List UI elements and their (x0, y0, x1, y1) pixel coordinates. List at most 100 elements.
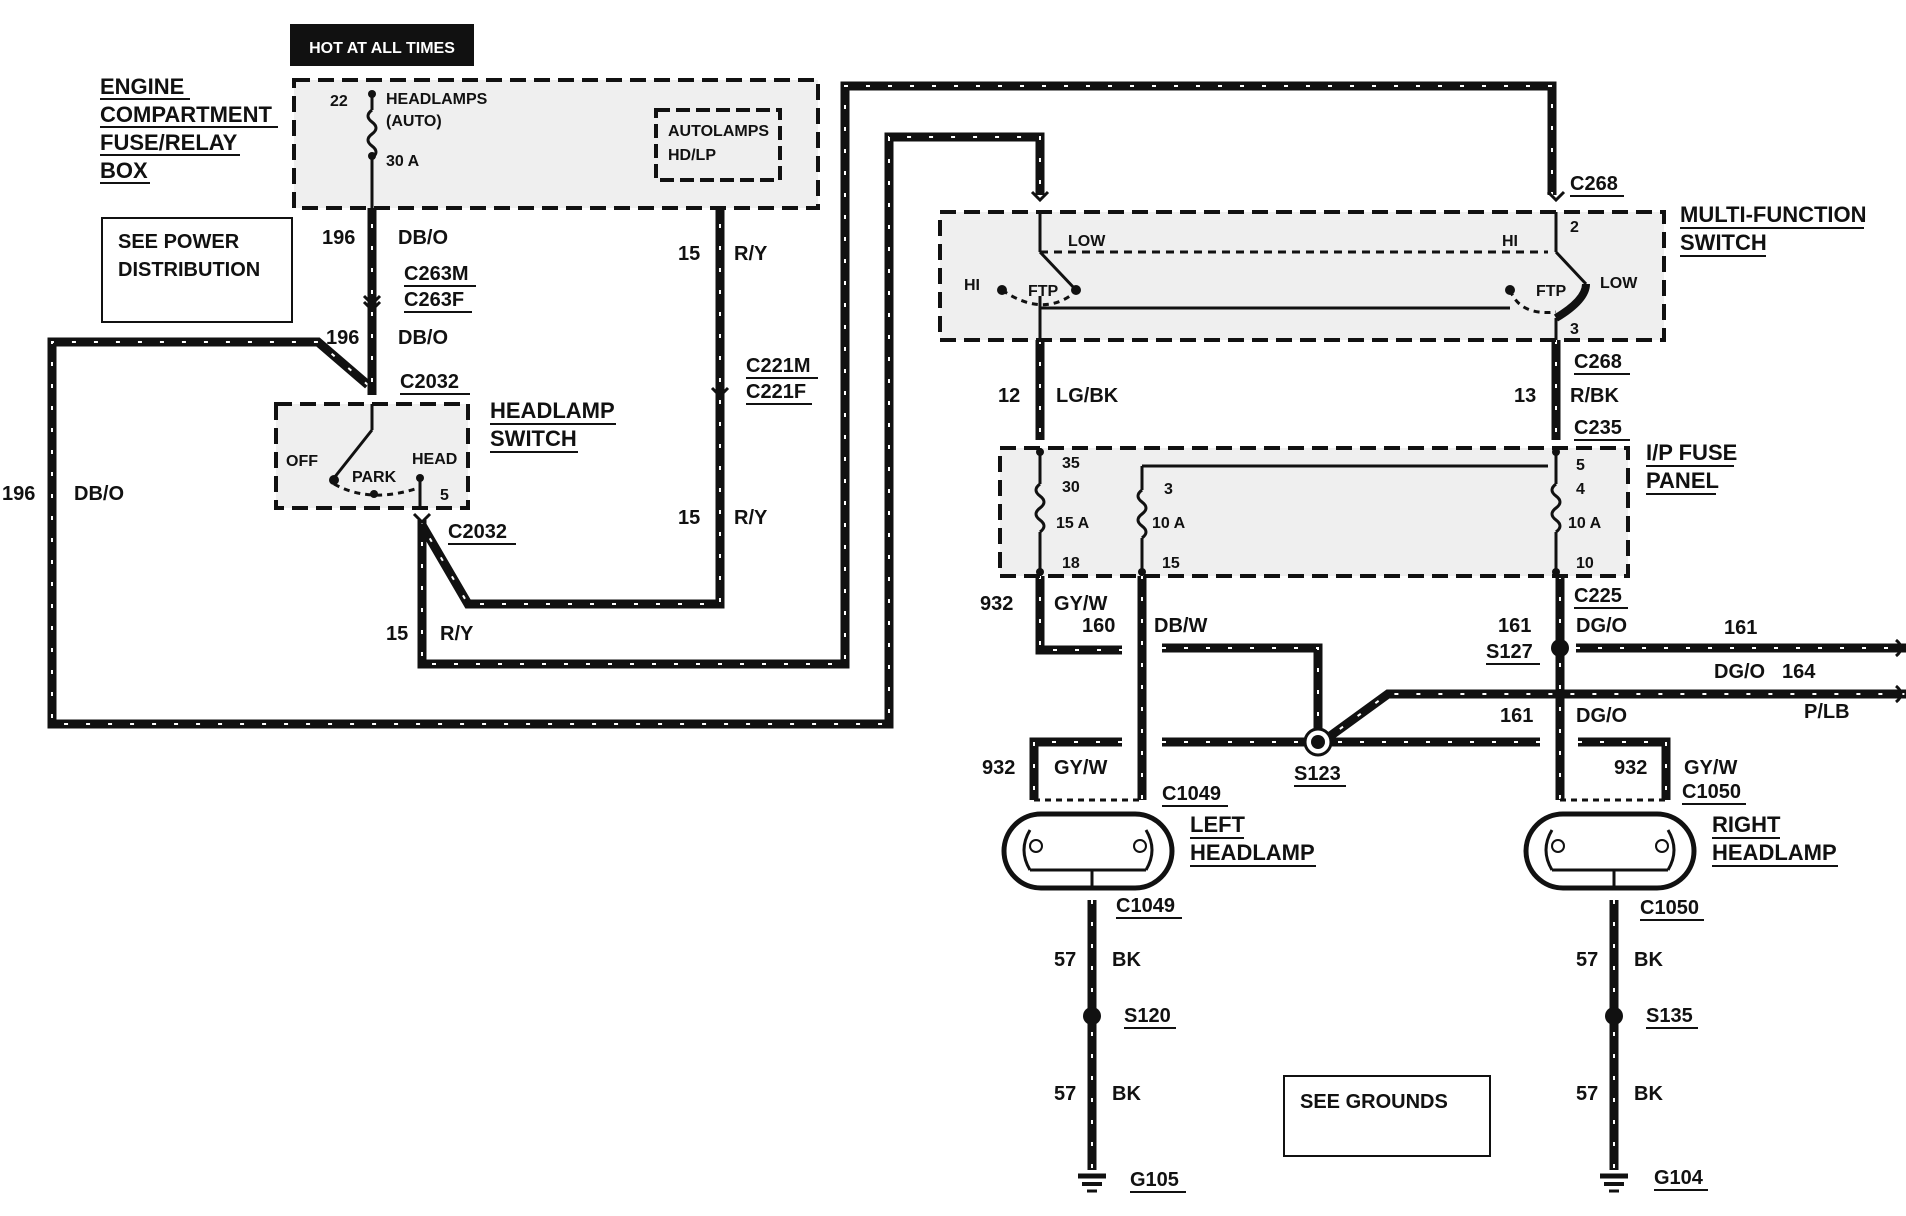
g104-label: G104 (1654, 1167, 1704, 1189)
ip-fuses: 35 30 15 A 18 3 10 A 15 5 4 10 A 10 (1034, 448, 1602, 576)
w15b-circuit: 15 (678, 507, 700, 529)
w161c-color: DG/O (1576, 705, 1627, 727)
w57b-color: BK (1634, 949, 1663, 971)
s127-label: S127 (1486, 641, 1533, 663)
fuse3-pin-a: 5 (1576, 457, 1585, 474)
ground-symbol-g104 (1600, 1173, 1628, 1193)
s135-label: S135 (1646, 1005, 1693, 1027)
w161a-color: DG/O (1576, 615, 1627, 637)
w12-circuit: 12 (998, 385, 1020, 407)
w164-color: DG/O (1714, 661, 1765, 683)
fuse1-pin-b: 30 (1062, 479, 1080, 496)
mfs-contacts: LOW HI HI FTP FTP LOW 2 3 (964, 212, 1638, 340)
hot-at-all-times-badge: HOT AT ALL TIMES (290, 24, 474, 66)
switch-park: PARK (352, 469, 397, 486)
left-headlamp (1001, 811, 1175, 891)
w57c-circuit: 57 (1054, 1083, 1076, 1105)
mfs-hi-left: HI (964, 277, 980, 294)
w57b-circuit: 57 (1576, 949, 1598, 971)
mfs-low-right: LOW (1600, 275, 1638, 292)
fuse-rating: 30 A (386, 153, 420, 170)
fuse-box-label-2: COMPARTMENT (100, 102, 272, 127)
wire-dbw-s123 (1162, 643, 1323, 742)
headlamp-switch-label-2: SWITCH (490, 426, 577, 451)
s123-label: S123 (1294, 763, 1341, 785)
w12-color: LG/BK (1056, 385, 1119, 407)
w57d-color: BK (1634, 1083, 1663, 1105)
headlamp-switch-contacts: OFF PARK HEAD 5 (286, 404, 457, 508)
mfs-ftp-right: FTP (1536, 283, 1567, 300)
see-grounds-note (1283, 1075, 1491, 1157)
badge-text: HOT AT ALL TIMES (309, 40, 455, 57)
see-grounds-text: SEE GROUNDS (1300, 1091, 1448, 1113)
w932b-circuit: 932 (982, 757, 1015, 779)
fuse2-pin-bottom: 15 (1162, 555, 1180, 572)
fuse-pin: 22 (330, 93, 348, 110)
w932c-circuit: 932 (1614, 757, 1647, 779)
fuse3-pin-bottom: 10 (1576, 555, 1594, 572)
mfs-label-1: MULTI-FUNCTION (1680, 202, 1867, 227)
c263f-label: C263F (404, 289, 464, 311)
w57c-color: BK (1112, 1083, 1141, 1105)
w164-circuit: 164 (1782, 661, 1816, 683)
c2032-bottom-label: C2032 (448, 521, 507, 543)
w932b-color: GY/W (1054, 757, 1107, 779)
ip-fuse-panel (998, 446, 1630, 578)
w57a-color: BK (1112, 949, 1141, 971)
w15c-color: R/Y (440, 623, 474, 645)
ip-fuse-label-1: I/P FUSE (1646, 440, 1737, 465)
c1050-top-label: C1050 (1682, 781, 1741, 803)
c2032-top-label: C2032 (400, 371, 459, 393)
g105-label: G105 (1130, 1169, 1179, 1191)
fuse-headlamps: 22 HEADLAMPS (AUTO) 30 A (330, 90, 488, 208)
w196c-color: DB/O (74, 483, 124, 505)
mfs-hi-right: HI (1502, 233, 1518, 250)
wire-164-right (1319, 689, 1906, 746)
left-headlamp-label-2: HEADLAMP (1190, 840, 1315, 865)
fuse-box-label-3: FUSE/RELAY (100, 130, 238, 155)
w15b-color: R/Y (734, 507, 768, 529)
w160-circuit: 160 (1082, 615, 1115, 637)
switch-pin: 5 (440, 487, 449, 504)
fuse-name-1: HEADLAMPS (386, 91, 488, 108)
ip-fuse-label-2: PANEL (1646, 468, 1719, 493)
w13-circuit: 13 (1514, 385, 1536, 407)
ground-symbol-g105 (1078, 1173, 1106, 1193)
fuse1-pin-a: 35 (1062, 455, 1080, 472)
switch-off: OFF (286, 453, 318, 470)
fuse-name-2: (AUTO) (386, 113, 442, 130)
c1049-bottom-label: C1049 (1116, 895, 1175, 917)
w196c-circuit: 196 (2, 483, 35, 505)
fuse3-rating: 10 A (1568, 515, 1602, 532)
w15a-circuit: 15 (678, 243, 700, 265)
w196b-color: DB/O (398, 327, 448, 349)
w-plb-color: P/LB (1804, 701, 1850, 723)
c268-bottom-label: C268 (1574, 351, 1622, 373)
fuse2-pin: 3 (1164, 481, 1173, 498)
w160-color: DB/W (1154, 615, 1207, 637)
left-headlamp-label-1: LEFT (1190, 812, 1246, 837)
power-note-1: SEE POWER (118, 231, 240, 253)
wire-runs (47, 81, 1906, 1170)
s120-splice (1083, 1007, 1101, 1025)
autolamps-line2: HD/LP (668, 147, 716, 164)
right-headlamp-label-1: RIGHT (1712, 812, 1781, 837)
c268-top-label: C268 (1570, 173, 1618, 195)
fuse-box-label-1: ENGINE (100, 74, 184, 99)
s120-label: S120 (1124, 1005, 1171, 1027)
w161b-circuit: 161 (1724, 617, 1757, 639)
c225-label: C225 (1574, 585, 1622, 607)
mfs-pin-top: 2 (1570, 219, 1579, 236)
fuse-relay-box-label: ENGINE COMPARTMENT FUSE/RELAY BOX (100, 74, 278, 184)
c235-label: C235 (1574, 417, 1622, 439)
fuse-box-label-4: BOX (100, 158, 148, 183)
w196a-color: DB/O (398, 227, 448, 249)
w196b-circuit: 196 (326, 327, 359, 349)
w932c-color: GY/W (1684, 757, 1737, 779)
s135-splice (1605, 1007, 1623, 1025)
c1049-top-label: C1049 (1162, 783, 1221, 805)
mfs-ftp-left: FTP (1028, 283, 1059, 300)
mfs-pin-bottom: 3 (1570, 321, 1579, 338)
w932a-circuit: 932 (980, 593, 1013, 615)
w57d-circuit: 57 (1576, 1083, 1598, 1105)
